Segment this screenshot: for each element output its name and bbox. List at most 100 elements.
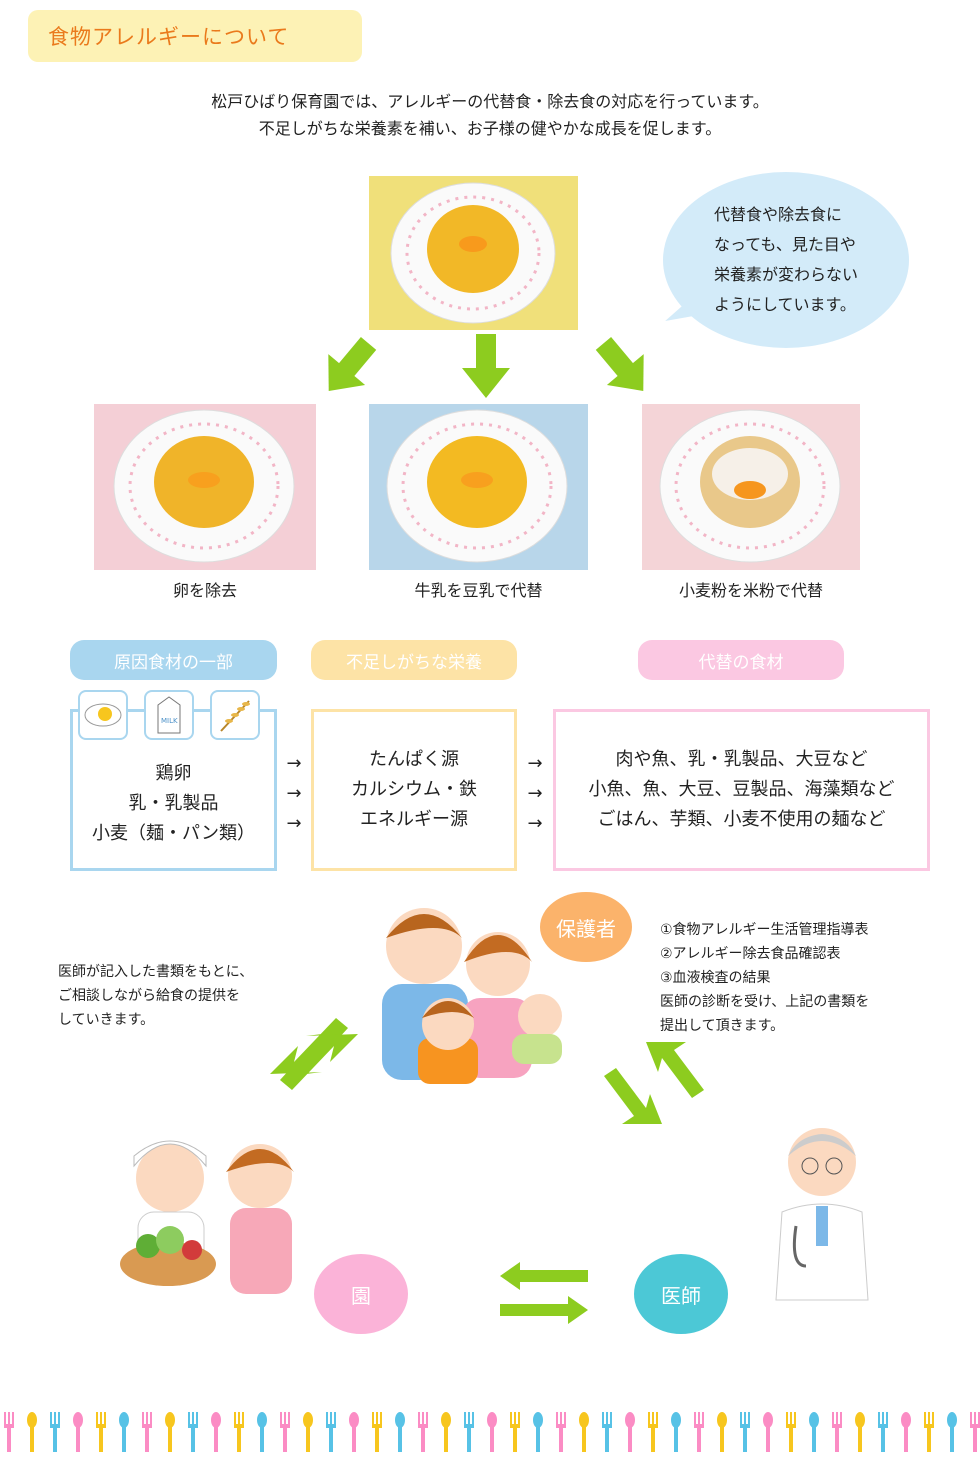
exchange-arrows-right xyxy=(604,1042,704,1124)
arrow-column-2: → → → xyxy=(517,749,553,839)
exchange-arrows-left xyxy=(270,1018,358,1090)
fork-icon xyxy=(648,1412,658,1452)
left-note-line-2: ご相談しながら給食の提供を xyxy=(58,988,240,1004)
nutrient-calcium-iron: カルシウム・鉄 xyxy=(351,779,477,800)
fork-icon xyxy=(786,1412,796,1452)
arrow-2: → xyxy=(286,783,302,804)
right-note-line-2: ②アレルギー除去食品確認表 xyxy=(660,946,841,962)
fork-icon xyxy=(602,1412,612,1452)
substitute-2: 小魚、魚、大豆、豆製品、海藻類など xyxy=(588,779,895,800)
caption-egg-free: 卵を除去 xyxy=(172,581,237,600)
spoon-icon xyxy=(763,1412,773,1452)
egg-icon xyxy=(78,690,128,740)
cause-milk: 乳・乳製品 xyxy=(128,793,219,814)
cause-egg: 鶏卵 xyxy=(155,763,192,784)
header-substitute-foods: 代替の食材 xyxy=(638,640,844,680)
spoon-icon xyxy=(855,1412,865,1452)
arrow-6: → xyxy=(527,813,543,834)
fork-icon xyxy=(510,1412,520,1452)
spoon-icon xyxy=(211,1412,221,1452)
nutrients-box: たんぱく源 カルシウム・鉄 エネルギー源 xyxy=(311,709,517,871)
intro-text: 松戸ひばり保育園では、アレルギーの代替食・除去食の対応を行っています。 不足しが… xyxy=(0,88,980,142)
fork-icon xyxy=(878,1412,888,1452)
header-missing-nutrients: 不足しがちな栄養 xyxy=(311,640,517,680)
spoon-icon xyxy=(533,1412,543,1452)
spoon-icon xyxy=(165,1412,175,1452)
school-badge: 園 xyxy=(314,1254,408,1334)
doctor-illustration xyxy=(775,1128,869,1301)
nutrient-energy: エネルギー源 xyxy=(360,809,468,830)
caption-soy-milk: 牛乳を豆乳で代替 xyxy=(414,581,543,600)
fork-icon xyxy=(372,1412,382,1452)
spoon-icon xyxy=(717,1412,727,1452)
spoon-icon xyxy=(487,1412,497,1452)
photo-soy-milk xyxy=(369,404,588,570)
arrow-3: → xyxy=(286,813,302,834)
down-arrows xyxy=(328,334,644,398)
exchange-arrows-right-icon xyxy=(604,1042,704,1124)
speech-bubble: 代替食や除去食に なっても、見た目や 栄養素が変わらない ようにしています。 xyxy=(663,172,909,348)
fork-icon xyxy=(556,1412,566,1452)
spoon-icon xyxy=(579,1412,589,1452)
fork-icon xyxy=(464,1412,474,1452)
spoon-icon xyxy=(349,1412,359,1452)
arrow-down-left-icon xyxy=(328,337,377,391)
spoon-icon xyxy=(671,1412,681,1452)
intro-line-2: 不足しがちな栄養素を補い、お子様の健やかな成長を促します。 xyxy=(258,119,722,138)
bubble-line-4: ようにしています。 xyxy=(713,295,856,314)
right-note: ①食物アレルギー生活管理指導表 ②アレルギー除去食品確認表 ③血液検査の結果 医… xyxy=(660,918,960,1038)
photo-rice-flour xyxy=(642,404,860,570)
fork-icon xyxy=(740,1412,750,1452)
caption-rice-flour: 小麦粉を米粉で代替 xyxy=(678,581,823,600)
spoon-icon xyxy=(809,1412,819,1452)
substitute-3: ごはん、芋類、小麦不使用の麺など xyxy=(597,809,886,830)
spoon-icon xyxy=(73,1412,83,1452)
fork-icon xyxy=(188,1412,198,1452)
spoon-icon xyxy=(27,1412,37,1452)
wheat-icon xyxy=(210,690,260,740)
spoon-icon xyxy=(441,1412,451,1452)
exchange-arrows-bottom xyxy=(500,1262,588,1324)
spoon-icon xyxy=(119,1412,129,1452)
right-note-line-4: 医師の診断を受け、上記の書類を xyxy=(660,994,870,1010)
milk-carton-icon: MILK xyxy=(144,690,194,740)
fork-icon xyxy=(924,1412,934,1452)
bubble-line-3: 栄養素が変わらない xyxy=(713,265,858,284)
fork-icon xyxy=(280,1412,290,1452)
left-note: 医師が記入した書類をもとに、 ご相談しながら給食の提供を していきます。 xyxy=(58,960,328,1032)
arrow-5: → xyxy=(527,783,543,804)
fork-icon xyxy=(234,1412,244,1452)
spoon-icon xyxy=(303,1412,313,1452)
milk-label: MILK xyxy=(161,717,178,725)
fork-icon xyxy=(418,1412,428,1452)
fork-icon xyxy=(694,1412,704,1452)
main-photo xyxy=(369,176,578,330)
bubble-line-2: なっても、見た目や xyxy=(713,235,856,254)
right-note-line-5: 提出して頂きます。 xyxy=(660,1018,785,1034)
substitute-1: 肉や魚、乳・乳製品、大豆など xyxy=(615,749,868,770)
bubble-line-1: 代替食や除去食に xyxy=(713,205,842,224)
arrow-down-icon xyxy=(462,334,510,398)
nutrient-protein: たんぱく源 xyxy=(369,749,459,770)
spoon-icon xyxy=(901,1412,911,1452)
spoon-icon xyxy=(625,1412,635,1452)
header-cause-foods: 原因食材の一部 xyxy=(70,640,277,680)
arrow-4: → xyxy=(527,753,543,774)
cause-wheat: 小麦（麺・パン類） xyxy=(92,823,255,844)
fork-icon xyxy=(4,1412,14,1452)
right-note-line-1: ①食物アレルギー生活管理指導表 xyxy=(660,922,869,938)
fork-icon xyxy=(50,1412,60,1452)
page-title: 食物アレルギーについて xyxy=(28,10,362,62)
guardian-badge: 保護者 xyxy=(540,892,632,962)
spoon-icon xyxy=(257,1412,267,1452)
fork-icon xyxy=(832,1412,842,1452)
intro-line-1: 松戸ひばり保育園では、アレルギーの代替食・除去食の対応を行っています。 xyxy=(211,92,769,111)
muffin-plate-image xyxy=(390,182,556,324)
right-note-line-3: ③血液検査の結果 xyxy=(660,970,771,986)
spoon-icon xyxy=(395,1412,405,1452)
exchange-arrows-bottom-icon xyxy=(500,1262,588,1324)
doctor-badge: 医師 xyxy=(634,1254,728,1334)
fork-icon xyxy=(96,1412,106,1452)
family-illustration xyxy=(382,908,562,1084)
photo-egg-free xyxy=(94,404,316,570)
